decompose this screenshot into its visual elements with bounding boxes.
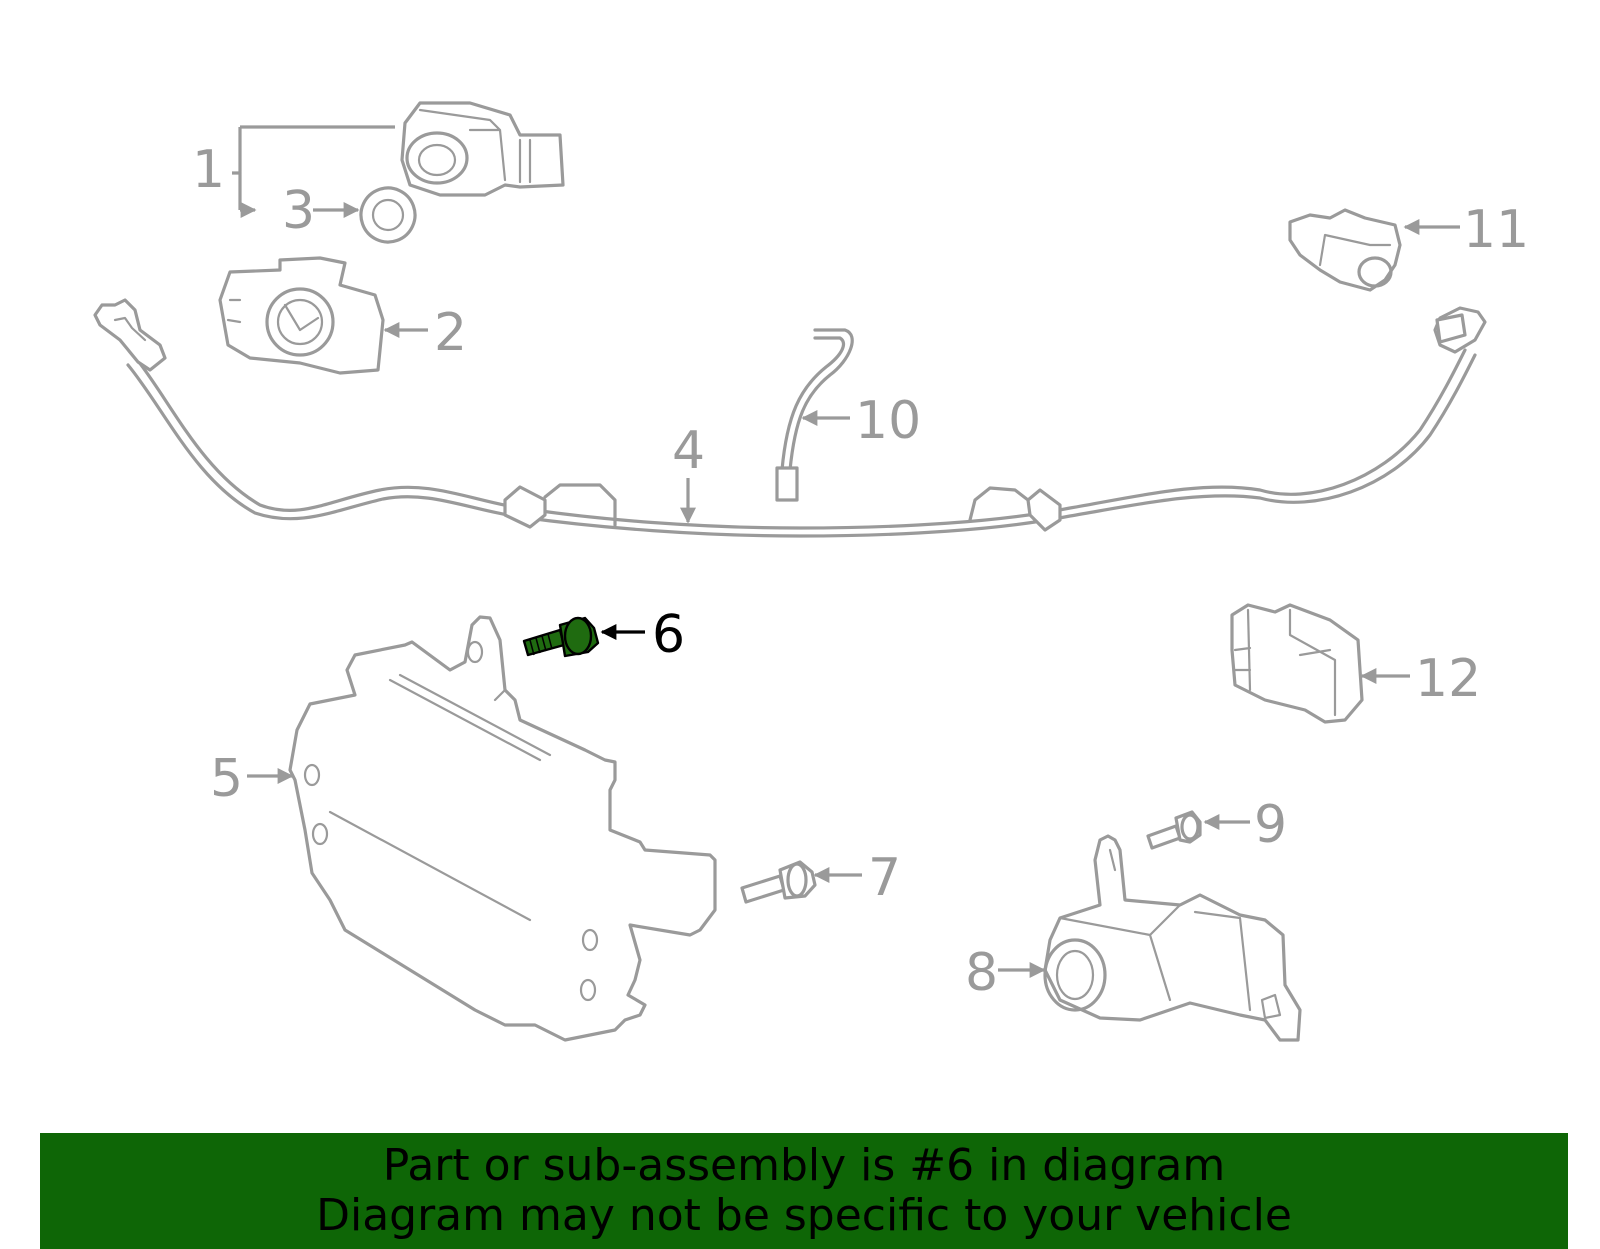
svg-text:7: 7 bbox=[868, 848, 901, 908]
callout-6: 6 bbox=[600, 605, 685, 665]
part-6-bolt[interactable] bbox=[522, 616, 600, 658]
svg-text:11: 11 bbox=[1463, 200, 1529, 260]
svg-text:8: 8 bbox=[965, 943, 998, 1003]
part-4-wire-harness[interactable] bbox=[93, 298, 1487, 538]
callout-1: 1 bbox=[192, 125, 395, 210]
svg-text:9: 9 bbox=[1254, 795, 1287, 855]
svg-text:5: 5 bbox=[210, 749, 243, 809]
svg-text:1: 1 bbox=[192, 140, 225, 200]
part-8-camera[interactable] bbox=[1043, 834, 1302, 1042]
callout-5: 5 bbox=[210, 749, 294, 809]
part-11-sensor[interactable] bbox=[1288, 208, 1402, 292]
callout-4: 4 bbox=[672, 421, 705, 524]
part-12-sensor[interactable] bbox=[1230, 603, 1364, 724]
part-10-pigtail-wire[interactable] bbox=[775, 328, 854, 502]
part-7-bolt[interactable] bbox=[740, 860, 817, 904]
part-9-bolt[interactable] bbox=[1146, 810, 1202, 850]
part-3-retainer-ring[interactable] bbox=[353, 180, 422, 249]
banner-part-line: Part or sub-assembly is #6 in diagram bbox=[382, 1140, 1226, 1191]
svg-text:6: 6 bbox=[652, 605, 685, 665]
svg-text:2: 2 bbox=[434, 303, 467, 363]
callout-11: 11 bbox=[1403, 200, 1529, 260]
callout-12: 12 bbox=[1360, 649, 1481, 709]
callout-8: 8 bbox=[965, 943, 1046, 1003]
part-5-control-module[interactable] bbox=[288, 615, 717, 1042]
callout-3: 3 bbox=[282, 181, 360, 241]
callout-9: 9 bbox=[1203, 795, 1287, 855]
svg-text:12: 12 bbox=[1415, 649, 1481, 709]
info-banner: Part or sub-assembly is #6 in diagram Di… bbox=[40, 1133, 1568, 1249]
banner-disclaimer-line: Diagram may not be specific to your vehi… bbox=[316, 1190, 1292, 1241]
callout-7: 7 bbox=[813, 848, 901, 908]
callout-2: 2 bbox=[383, 303, 467, 363]
svg-text:4: 4 bbox=[672, 421, 705, 481]
part-2-sensor-bracket[interactable] bbox=[218, 256, 385, 375]
svg-text:3: 3 bbox=[282, 181, 315, 241]
callout-10: 10 bbox=[801, 391, 921, 451]
part-1-parking-sensor[interactable] bbox=[400, 101, 565, 197]
svg-text:10: 10 bbox=[855, 391, 921, 451]
